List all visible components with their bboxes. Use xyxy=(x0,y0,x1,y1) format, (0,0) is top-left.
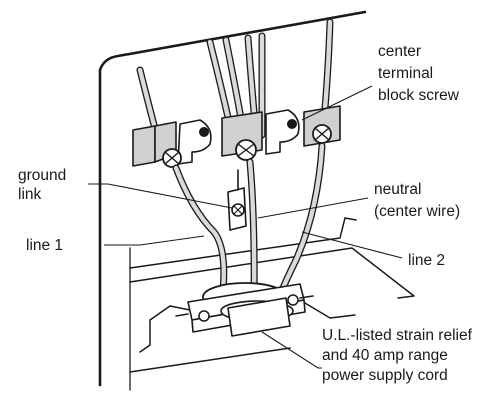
label-ground-link-line1: ground xyxy=(18,167,66,184)
label-neutral-line1: neutral xyxy=(374,181,421,198)
label-line1-text: line 1 xyxy=(26,237,63,254)
label-strain-relief-line1: U.L.-listed strain relief xyxy=(322,327,473,344)
strain-relief xyxy=(175,283,314,337)
label-neutral-line2: (center wire) xyxy=(374,203,460,220)
label-ground-link: ground link xyxy=(18,167,66,203)
label-center-terminal-line2: terminal xyxy=(378,65,433,82)
label-strain-relief-line2: and 40 amp range xyxy=(322,347,448,364)
bottom-shelf xyxy=(129,217,415,373)
label-strain-relief-line3: power supply cord xyxy=(322,367,448,384)
back-panel xyxy=(98,10,367,391)
leader-lines xyxy=(88,85,403,369)
label-neutral: neutral (center wire) xyxy=(374,181,460,220)
label-center-terminal-line1: center xyxy=(378,43,421,60)
supply-cord-wires xyxy=(172,142,326,304)
label-center-terminal: center terminal block screw xyxy=(378,43,460,104)
ground-link xyxy=(227,169,247,231)
terminal-screws xyxy=(162,124,332,168)
label-line1: line 1 xyxy=(26,237,63,254)
label-ground-link-line2: link xyxy=(18,186,42,203)
label-line2-text: line 2 xyxy=(408,252,445,269)
label-center-terminal-line3: block screw xyxy=(378,87,460,104)
label-strain-relief: U.L.-listed strain relief and 40 amp ran… xyxy=(322,327,473,384)
label-line2: line 2 xyxy=(408,252,445,269)
